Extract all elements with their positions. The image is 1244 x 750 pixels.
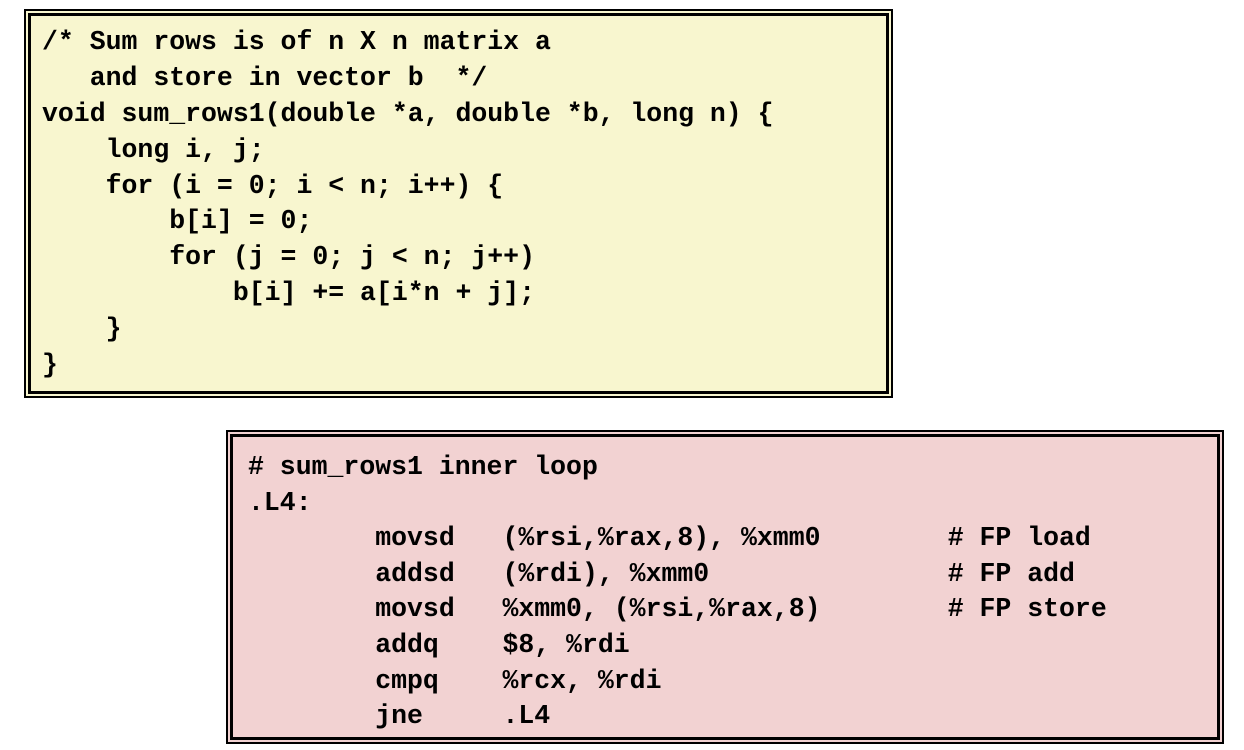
assembly-code: # sum_rows1 inner loop .L4: movsd (%rsi,%… [248, 450, 1107, 735]
asm-code-line: movsd (%rsi,%rax,8), %xmm0 # FP load [248, 523, 1091, 554]
c-source-code-box: /* Sum rows is of n X n matrix a and sto… [24, 9, 893, 398]
asm-code-line: .L4: [248, 487, 312, 518]
c-code-line: and store in vector b */ [42, 62, 488, 93]
c-code-line: b[i] = 0; [42, 206, 313, 237]
c-code-line: } [42, 350, 58, 381]
assembly-code-box: # sum_rows1 inner loop .L4: movsd (%rsi,%… [226, 430, 1224, 744]
c-code-line: } [42, 314, 122, 345]
c-code-line: /* Sum rows is of n X n matrix a [42, 27, 551, 57]
c-code-line: for (i = 0; i < n; i++) { [42, 170, 504, 201]
c-code-line: for (j = 0; j < n; j++) [42, 242, 535, 273]
c-code-line: b[i] += a[i*n + j]; [42, 278, 535, 309]
c-source-code: /* Sum rows is of n X n matrix a and sto… [42, 25, 774, 384]
asm-code-line: jne .L4 [248, 701, 551, 732]
c-code-line: void sum_rows1(double *a, double *b, lon… [42, 98, 774, 129]
asm-code-line: cmpq %rcx, %rdi [248, 665, 662, 696]
asm-code-line: movsd %xmm0, (%rsi,%rax,8) # FP store [248, 594, 1107, 625]
c-code-line: long i, j; [42, 134, 265, 165]
asm-code-line: # sum_rows1 inner loop [248, 452, 598, 482]
asm-code-line: addsd (%rdi), %xmm0 # FP add [248, 558, 1075, 589]
asm-code-line: addq $8, %rdi [248, 629, 630, 660]
